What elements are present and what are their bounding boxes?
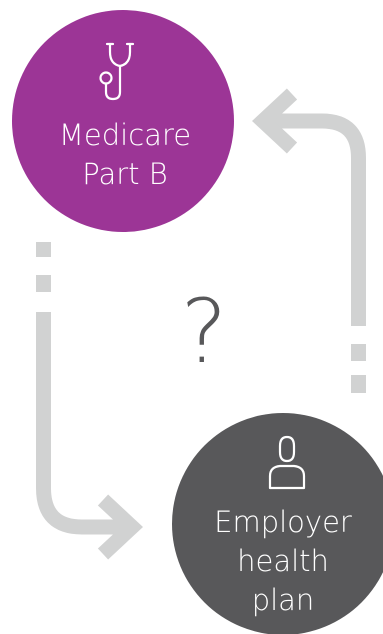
stethoscope-icon bbox=[99, 42, 135, 101]
medicare-circle bbox=[12, 10, 234, 232]
employer-label-line1: Employer bbox=[214, 505, 352, 539]
right-arrow-shaft bbox=[266, 113, 366, 326]
right-connector-arrow bbox=[251, 88, 366, 393]
medicare-label-line2: Part B bbox=[82, 157, 167, 191]
employer-label-line3: plan bbox=[252, 583, 315, 617]
medicare-part-b-node: Medicare Part B bbox=[12, 10, 234, 232]
question-mark: ? bbox=[181, 280, 228, 383]
left-connector-arrow bbox=[36, 242, 144, 560]
right-dash-middle bbox=[351, 344, 366, 361]
left-arrow-shaft bbox=[36, 312, 124, 535]
left-dash-top bbox=[36, 242, 51, 257]
employer-label-line2: health bbox=[237, 544, 329, 578]
left-dash-middle bbox=[36, 275, 51, 292]
right-arrowhead bbox=[251, 88, 298, 154]
person-icon bbox=[268, 435, 306, 490]
employer-health-plan-node: Employer health plan bbox=[172, 413, 383, 634]
right-dash-bottom bbox=[351, 375, 366, 393]
medicare-label-line1: Medicare bbox=[59, 118, 191, 152]
left-arrowhead bbox=[97, 494, 144, 560]
employer-circle bbox=[172, 413, 383, 634]
